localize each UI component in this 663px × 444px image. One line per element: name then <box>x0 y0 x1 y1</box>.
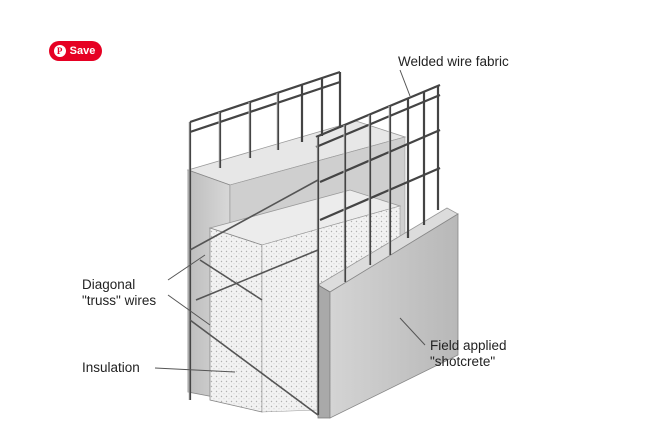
front-shotcrete-side <box>329 213 459 419</box>
front-shotcrete-face <box>317 284 331 419</box>
label-truss-wires: "truss" wires <box>82 293 156 308</box>
pinterest-save-button[interactable]: P Save <box>49 41 102 61</box>
rear-wire-mesh <box>188 70 342 400</box>
label-diagonal: Diagonal <box>82 277 135 292</box>
leader-lines <box>154 69 426 373</box>
pinterest-icon: P <box>53 45 66 57</box>
label-field-applied: Field applied <box>430 338 507 353</box>
label-insulation: Insulation <box>82 360 140 375</box>
front-wire-mesh-highlight <box>316 106 390 415</box>
insulation-face <box>209 227 263 413</box>
label-welded-wire-fabric: Welded wire fabric <box>398 54 509 69</box>
label-shotcrete: "shotcrete" <box>430 354 495 369</box>
save-button-label: Save <box>69 45 96 57</box>
rear-wire-mesh-highlight <box>188 93 278 400</box>
diagonal-truss-wires <box>189 179 319 416</box>
front-wire-mesh <box>315 83 441 415</box>
